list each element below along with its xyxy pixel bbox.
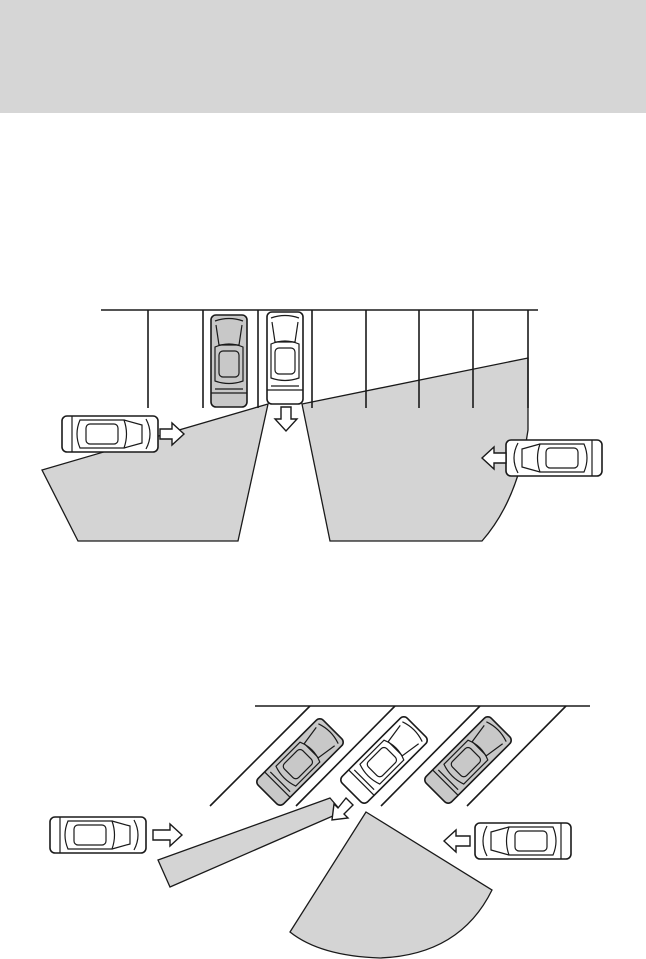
parked-car-icon — [255, 717, 346, 808]
diagram-perpendicular-parking — [42, 310, 602, 541]
diagram-angled-parking — [50, 706, 590, 958]
blind-zone-right — [290, 812, 492, 958]
approaching-car-right-icon — [506, 440, 602, 476]
approach-arrow-right-icon — [153, 824, 182, 846]
reversing-car-icon — [267, 312, 303, 404]
reverse-arrow-icon — [275, 407, 297, 431]
parked-car-icon — [423, 715, 514, 806]
approaching-car-left-icon — [62, 416, 158, 452]
approach-arrow-left-icon — [444, 830, 470, 852]
reversing-car-icon — [339, 715, 430, 806]
parked-car-icon — [211, 315, 247, 407]
approaching-car-left-icon — [50, 817, 146, 853]
reverse-arrow-icon — [332, 798, 353, 820]
blind-zone-left — [158, 798, 342, 887]
approaching-car-right-icon — [475, 823, 571, 859]
